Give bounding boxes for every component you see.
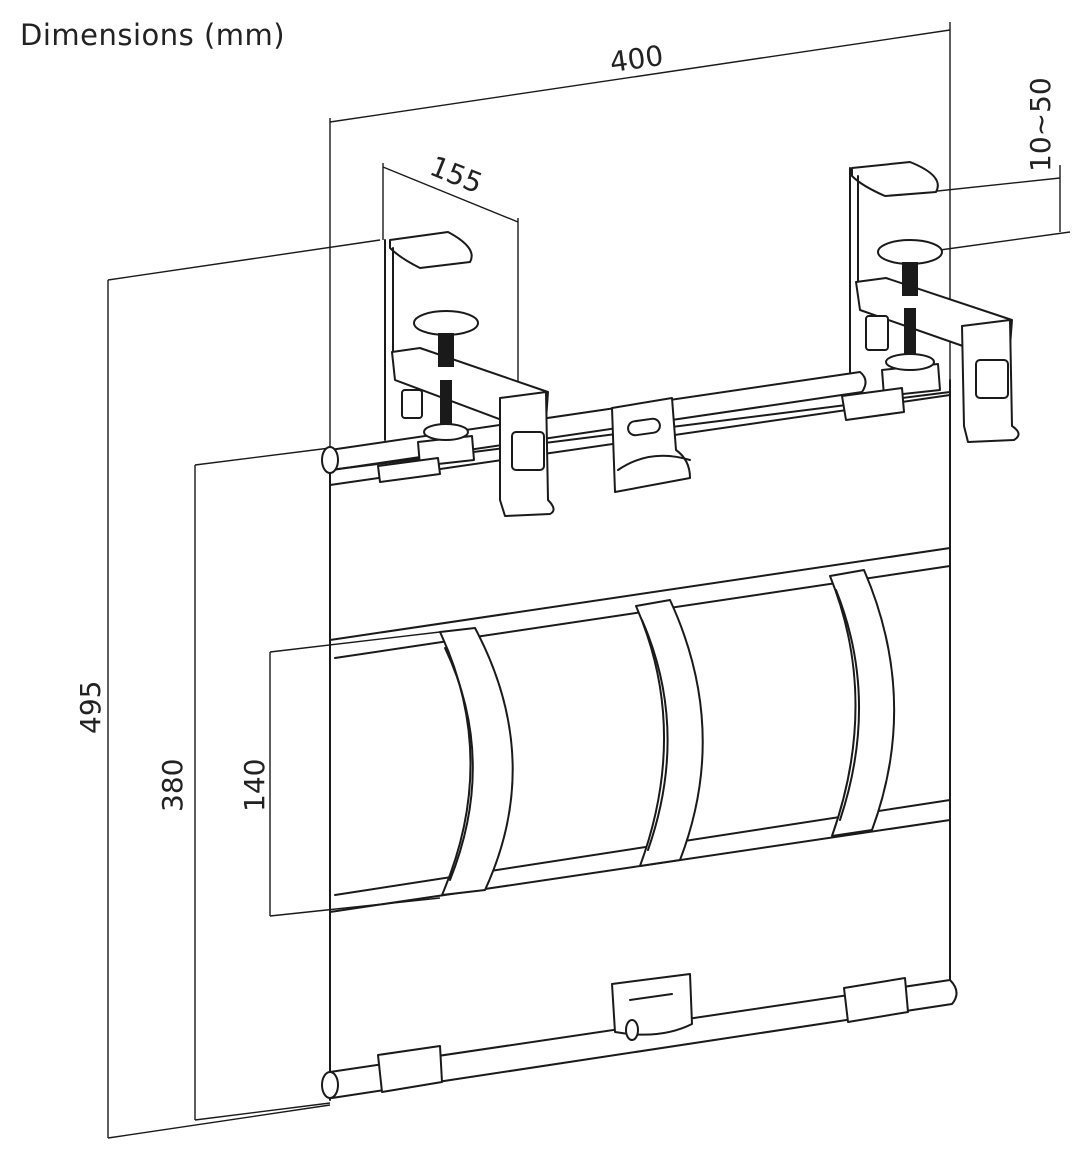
diagram-title: Dimensions (mm) (20, 18, 286, 52)
dimension-lines (107, 22, 1071, 1139)
dim-clamp-range-label: 10~50 (1024, 77, 1057, 172)
left-clamp-foot (377, 457, 441, 483)
left-desk-clamp (384, 231, 555, 517)
bottom-rail (321, 973, 958, 1099)
dim-total-height-label: 495 (74, 681, 107, 734)
dim-band-height-label: 140 (238, 759, 271, 812)
right-desk-clamp (841, 161, 1020, 443)
center-cable-hook (611, 397, 691, 493)
dim-width-label: 400 (608, 39, 666, 79)
dim-depth-label: 155 (425, 150, 487, 201)
cable-wrap-band (439, 569, 896, 896)
dim-panel-height-label: 380 (156, 759, 189, 812)
